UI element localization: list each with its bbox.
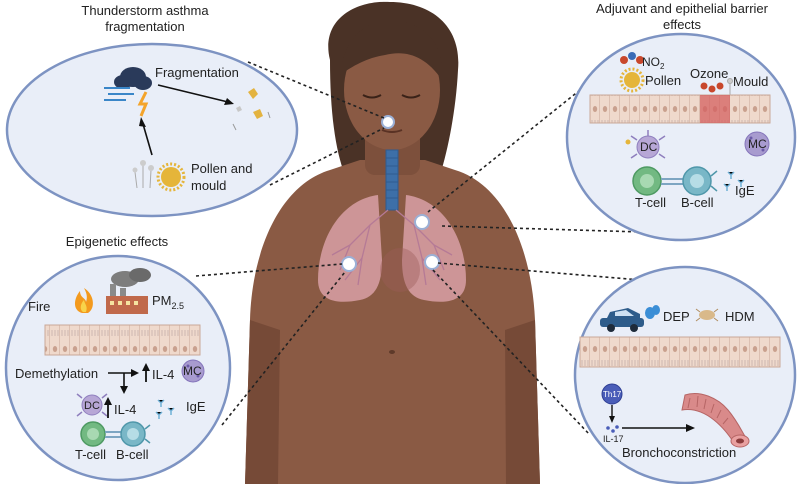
left-eye — [362, 94, 382, 99]
pollen-fragments-icon — [232, 88, 271, 131]
il17-label: IL-17 — [603, 434, 624, 444]
thunderstorm-title-1: Thunderstorm asthma — [81, 3, 209, 18]
tcell-icon — [80, 421, 106, 447]
pollen-label-1: Pollen and — [191, 161, 252, 176]
ige-label: IgE — [186, 399, 206, 414]
broncho-epithelium — [579, 336, 781, 368]
dep-label: DEP — [663, 309, 690, 324]
dc-label: DC — [84, 400, 100, 412]
left-arm — [245, 320, 280, 484]
pollen-icon — [619, 67, 645, 93]
il4-bottom-label: IL-4 — [114, 402, 136, 417]
bcell-label: B-cell — [116, 447, 149, 462]
epigenetic-epithelium — [44, 324, 201, 356]
storm-cloud-icon — [104, 67, 152, 117]
mc-cell-icon — [181, 359, 205, 383]
ige-antibody-icon — [155, 399, 175, 419]
panel-adjuvant: Adjuvant and epithelial barrier effects … — [565, 1, 797, 242]
il4-top-label: IL-4 — [152, 367, 174, 382]
mc-label: MC — [183, 364, 202, 378]
mould-label: Mould — [733, 74, 768, 89]
fire-icon — [75, 288, 93, 313]
dust-mite-icon — [695, 308, 719, 322]
no2-molecule-icon — [620, 52, 644, 64]
bcell-label: B-cell — [681, 195, 714, 210]
pollen-label-2: mould — [191, 178, 226, 193]
ozone-molecule-icon — [700, 82, 724, 93]
hair-fringe — [340, 20, 443, 80]
adjuvant-title-2: effects — [663, 17, 702, 32]
tcell-label: T-cell — [635, 195, 666, 210]
epigenetic-title: Epigenetic effects — [66, 234, 169, 249]
thunderstorm-panel-bg — [5, 42, 299, 218]
adjuvant-epithelium — [589, 94, 771, 124]
mc-label: MC — [748, 137, 767, 151]
marker-lower-right-lung — [424, 254, 440, 270]
up-arrow — [142, 123, 153, 156]
pollen-label: Pollen — [645, 73, 681, 88]
bcell-icon — [682, 166, 718, 196]
location-markers — [341, 115, 440, 272]
tcell-icon — [632, 166, 662, 196]
marker-nose — [381, 115, 395, 129]
navel — [389, 350, 395, 354]
il17-dots-icon — [606, 425, 619, 433]
ozone-label: Ozone — [690, 66, 728, 81]
hdm-label: HDM — [725, 309, 755, 324]
pm-label: PM2.5 — [152, 293, 184, 311]
factory-icon — [106, 268, 151, 314]
adjuvant-title-1: Adjuvant and epithelial barrier — [596, 1, 769, 16]
heart — [380, 248, 420, 292]
dc-cell-icon — [630, 130, 666, 159]
marker-left-lung — [341, 256, 357, 272]
panel-bronchoconstriction: DEP HDM Th17 IL-17 Bronchoconstriction — [573, 265, 797, 484]
fragmentation-arrow — [157, 84, 229, 103]
dc-cell-icon — [76, 393, 108, 417]
right-arm — [505, 320, 540, 484]
antigen-dot — [625, 139, 631, 145]
th17-label: Th17 — [603, 390, 622, 399]
pollen-and-mould-icon — [132, 160, 186, 192]
demethylation-label: Demethylation — [15, 366, 98, 381]
mould-icon — [727, 78, 733, 96]
no2-label: NO2 — [642, 55, 665, 71]
mouth — [381, 129, 403, 133]
trachea — [385, 149, 399, 211]
right-eye — [401, 94, 421, 99]
left-lung — [318, 195, 382, 302]
fragmentation-label: Fragmentation — [155, 65, 239, 80]
person-illustration — [245, 1, 540, 484]
panel-epigenetic: Epigenetic effects Fire PM2.5 Demethylat… — [4, 234, 232, 482]
tcell-label: T-cell — [75, 447, 106, 462]
torso — [245, 160, 540, 484]
panel-thunderstorm: Thunderstorm asthma fragmentation Fragme… — [5, 3, 299, 218]
epigenetic-panel-bg — [4, 254, 232, 482]
fire-label: Fire — [28, 299, 50, 314]
car-icon — [600, 308, 644, 332]
bronchoconstriction-label: Bronchoconstriction — [622, 445, 736, 460]
bcell-icon — [120, 421, 151, 447]
connector-lines — [195, 61, 643, 436]
thunderstorm-title-2: fragmentation — [105, 19, 185, 34]
face — [344, 30, 440, 150]
th17-cell-icon — [601, 383, 623, 405]
damaged-epithelium — [700, 95, 730, 123]
marker-upper-right-lung — [414, 214, 430, 230]
bronchus-icon — [681, 393, 750, 448]
adjuvant-panel-bg — [565, 32, 797, 242]
exhaust-icon — [645, 305, 660, 319]
mc-cell-icon — [744, 131, 770, 157]
ige-antibody-icon — [723, 171, 745, 191]
dc-label: DC — [640, 140, 658, 154]
ige-label: IgE — [735, 183, 755, 198]
